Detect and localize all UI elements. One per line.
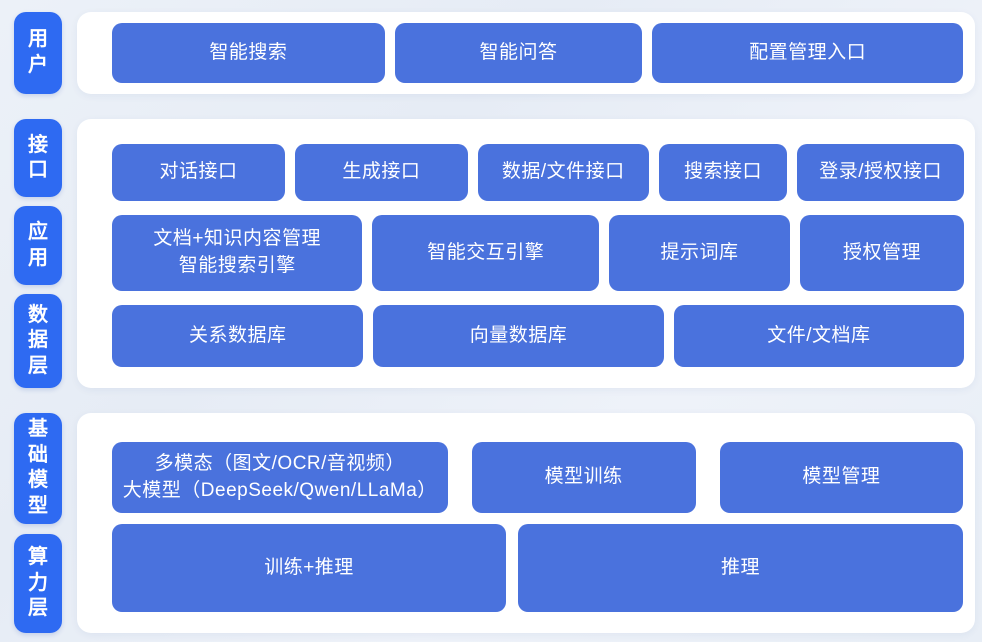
box-generation-api: 生成接口 [294, 144, 468, 201]
panel-user-layer: 智能搜索 智能问答 配置管理入口 [77, 12, 975, 94]
user-layer-row: 智能搜索 智能问答 配置管理入口 [112, 23, 963, 83]
panel-bottom-layers: 多模态（图文/OCR/音视频） 大模型（DeepSeek/Qwen/LLaMa）… [77, 413, 975, 633]
layer-label-interface: 接口 [14, 119, 62, 198]
layer-label-user-text: 用户 [28, 28, 48, 76]
layer-label-foundation-model: 基础模型 [14, 413, 62, 524]
data-layer-row: 关系数据库 向量数据库 文件/文档库 [112, 305, 964, 367]
box-doc-knowledge-line1: 文档+知识内容管理 [153, 228, 322, 250]
box-multimodal-llm-line1: 多模态（图文/OCR/音视频） [154, 452, 405, 474]
user-layer-label-column: 用户 [14, 12, 62, 94]
box-doc-knowledge-line2: 智能搜索引擎 [178, 255, 296, 276]
layer-label-interface-text: 接口 [28, 133, 48, 182]
layer-label-application: 应用 [14, 206, 62, 285]
section-middle-layers: 接口 应用 数据层 对话接口 生成接口 数据/文件接口 搜索接口 登录/授权接口… [14, 119, 975, 388]
section-user-layer: 用户 智能搜索 智能问答 配置管理入口 [14, 12, 975, 94]
box-interaction-engine: 智能交互引擎 [372, 215, 600, 291]
layer-label-data-text: 数据层 [28, 303, 48, 377]
panel-middle-layers: 对话接口 生成接口 数据/文件接口 搜索接口 登录/授权接口 文档+知识内容管理… [77, 119, 975, 388]
box-smart-qa: 智能问答 [394, 23, 643, 83]
middle-layers-label-column: 接口 应用 数据层 [14, 119, 62, 388]
layer-label-compute-text: 算力层 [28, 546, 48, 620]
box-data-file-api: 数据/文件接口 [477, 144, 649, 201]
box-auth-management: 授权管理 [800, 215, 964, 291]
box-multimodal-llm-line2: 大模型（DeepSeek/Qwen/LLaMa） [122, 479, 437, 501]
box-model-training: 模型训练 [471, 442, 696, 513]
box-vector-db: 向量数据库 [373, 305, 664, 367]
box-config-management-entry: 配置管理入口 [652, 23, 963, 83]
box-doc-knowledge-search-engine: 文档+知识内容管理 智能搜索引擎 [112, 215, 363, 291]
layer-label-foundation-model-text: 基础模型 [28, 418, 48, 518]
application-layer-row: 文档+知识内容管理 智能搜索引擎 智能交互引擎 提示词库 授权管理 [112, 215, 964, 291]
box-dialog-api: 对话接口 [112, 144, 285, 201]
box-training-plus-inference: 训练+推理 [112, 524, 506, 612]
foundation-model-row: 多模态（图文/OCR/音视频） 大模型（DeepSeek/Qwen/LLaMa）… [112, 442, 963, 513]
interface-layer-row: 对话接口 生成接口 数据/文件接口 搜索接口 登录/授权接口 [112, 144, 964, 201]
section-bottom-layers: 基础模型 算力层 多模态（图文/OCR/音视频） 大模型（DeepSeek/Qw… [14, 413, 975, 633]
box-multimodal-llm: 多模态（图文/OCR/音视频） 大模型（DeepSeek/Qwen/LLaMa） [112, 442, 448, 513]
box-smart-search: 智能搜索 [112, 23, 385, 83]
box-prompt-library: 提示词库 [609, 215, 790, 291]
box-login-auth-api: 登录/授权接口 [797, 144, 964, 201]
box-file-doc-store: 文件/文档库 [673, 305, 964, 367]
bottom-layers-label-column: 基础模型 算力层 [14, 413, 62, 633]
layer-label-application-text: 应用 [28, 221, 48, 269]
layer-label-compute: 算力层 [14, 533, 62, 633]
box-model-management: 模型管理 [719, 442, 963, 513]
layer-label-data: 数据层 [14, 293, 62, 388]
box-relational-db: 关系数据库 [112, 305, 364, 367]
box-search-api: 搜索接口 [658, 144, 788, 201]
layer-label-user: 用户 [14, 12, 62, 94]
compute-layer-row: 训练+推理 推理 [112, 524, 963, 612]
box-inference: 推理 [517, 524, 963, 612]
